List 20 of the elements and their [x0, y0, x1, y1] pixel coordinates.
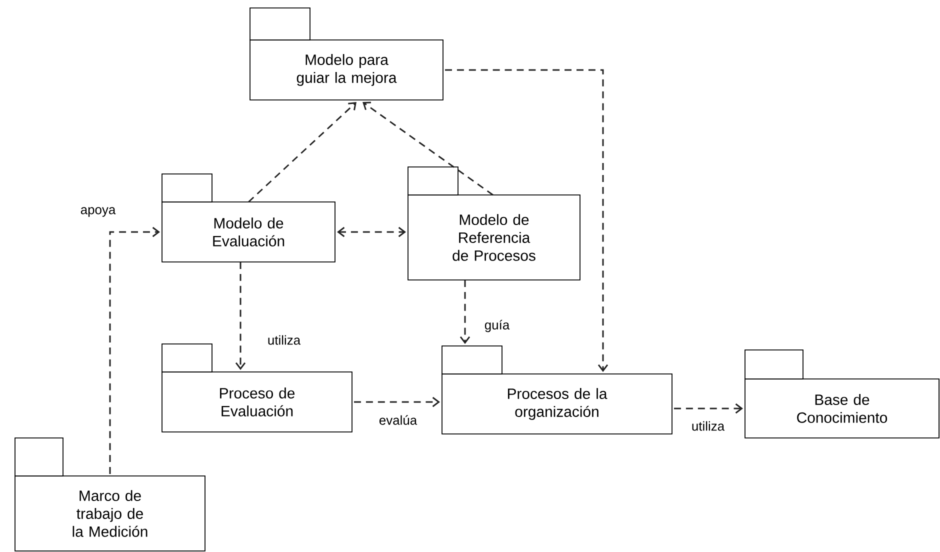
edge-label: evalúa — [378, 414, 418, 426]
package-box: Modelo de Referencia de Procesos — [408, 166, 580, 280]
arrow — [235, 262, 246, 370]
package-box: Modelo de Evaluación — [162, 174, 336, 262]
arrow — [337, 226, 406, 238]
package-box: Procesos de la organización — [442, 346, 672, 434]
edge-label: utiliza — [266, 334, 302, 346]
package-box: Proceso de Evaluación — [162, 344, 352, 432]
arrow — [248, 102, 356, 203]
edge-label: utiliza — [690, 420, 726, 432]
arrow — [354, 396, 440, 408]
arrow — [460, 280, 470, 344]
edge-label: apoya — [79, 206, 117, 218]
arrow — [109, 226, 160, 474]
arrow — [362, 102, 494, 196]
arrow — [674, 403, 743, 414]
package-box: Base de Conocimiento — [744, 350, 940, 438]
package-box: Marco de trabajo de la Medición — [14, 438, 206, 552]
arrow — [445, 69, 608, 372]
package-box: Modelo para guiar la mejora — [250, 8, 444, 100]
